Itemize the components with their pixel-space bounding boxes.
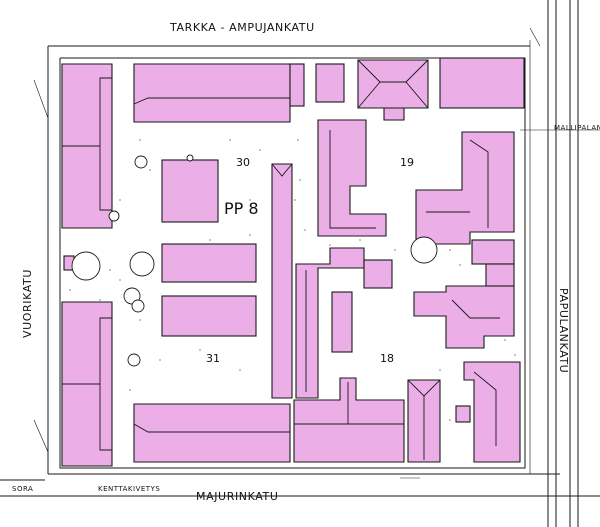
building-centre-a (161, 159, 219, 223)
street-label-east: PAPULANKATU (557, 288, 570, 373)
courtyard-ground (69, 139, 516, 421)
building-lot18-east (413, 285, 515, 349)
building-lot19-east (415, 131, 515, 245)
building-lot18-shed (363, 259, 393, 289)
building-north-annex (289, 63, 305, 107)
tree-icon (71, 251, 101, 281)
building-lot19-west (317, 119, 387, 237)
building-centre-b (161, 243, 257, 283)
street-label-north: TARKKA - AMPUJANKATU (169, 21, 315, 34)
building-lot18-ne (471, 239, 515, 265)
tree-icon (134, 155, 148, 169)
tree-icon (127, 353, 141, 367)
building-lot18-small (331, 291, 353, 353)
building-south-central (293, 377, 405, 463)
tree-icon (186, 154, 194, 162)
building-west-north (61, 63, 113, 229)
building-lot18-e2 (485, 263, 515, 287)
building-north-small (315, 63, 345, 103)
street-label-southwest: SORA (12, 485, 33, 493)
building-centre-c (161, 295, 257, 337)
street-label-south-path: KENTTAKIVETYS (98, 485, 160, 493)
building-north-hip (357, 59, 429, 121)
building-south-row (133, 403, 291, 463)
tree-icon (129, 251, 155, 277)
trees (71, 154, 438, 367)
building-west-south (61, 301, 113, 467)
block-boundary (59, 57, 526, 469)
building-northeast (439, 57, 525, 109)
building-lot18-west (295, 247, 365, 399)
building-south-east-a (407, 379, 441, 463)
street-label-south: MAJURINKATU (196, 490, 279, 503)
tree-icon (131, 299, 145, 313)
building-southeast (463, 361, 521, 463)
lot-number: 19 (400, 156, 414, 169)
lot-number: 18 (380, 352, 394, 365)
lot-number: 30 (236, 156, 250, 169)
building-north-row (133, 63, 291, 123)
tree-icon (108, 210, 120, 222)
street-label-west: VUORIKATU (21, 269, 34, 338)
building-spine (271, 163, 293, 399)
tree-icon (410, 236, 438, 264)
building-south-east-b (455, 405, 471, 423)
street-label-northeast: MALLIPALAN (554, 124, 600, 132)
block-label: PP 8 (224, 199, 259, 218)
lot-number: 31 (206, 352, 220, 365)
